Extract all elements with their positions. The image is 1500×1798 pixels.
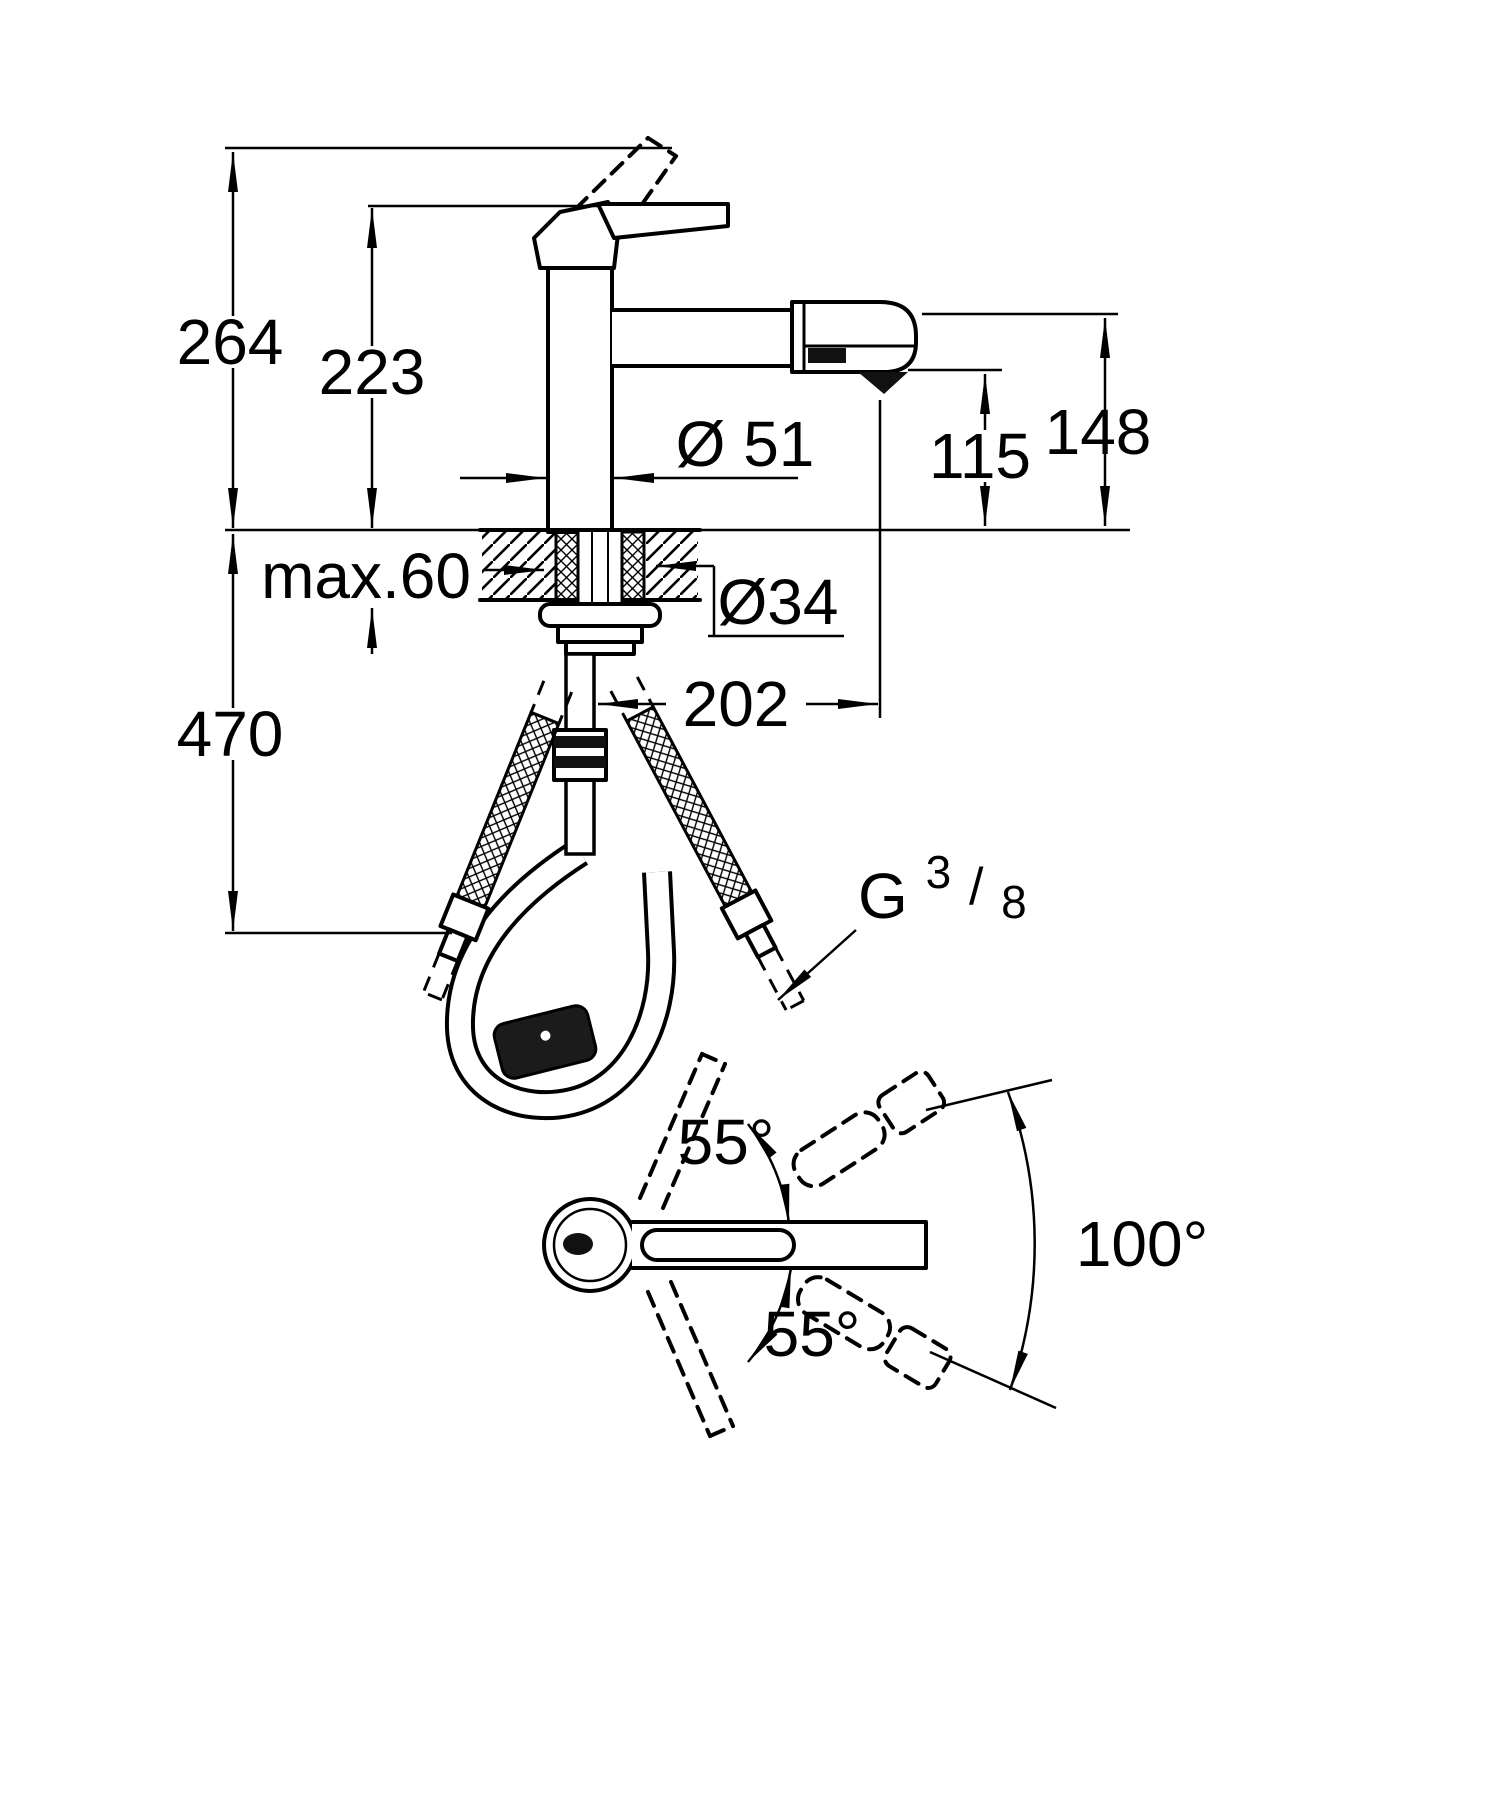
dim-height-to-handle-label: 223 xyxy=(319,336,426,408)
spray-toggle xyxy=(808,348,846,363)
dim-below-counter-depth-label: 470 xyxy=(177,698,284,770)
dim-spout-height-label: 148 xyxy=(1045,396,1152,468)
counter-hatch-left xyxy=(482,532,556,598)
dim-hole-diameter-label: Ø34 xyxy=(718,566,839,638)
side-view-elevation xyxy=(225,136,1130,1121)
dim-body-diameter-label: Ø 51 xyxy=(676,408,815,480)
angle-upper-label: 55° xyxy=(678,1106,775,1178)
mounting-nut xyxy=(538,602,662,628)
thread-slash: / xyxy=(969,858,984,916)
washer xyxy=(556,624,644,644)
handle-lever xyxy=(596,202,730,240)
faucet-body xyxy=(546,266,614,534)
supply-hose-left xyxy=(421,680,574,1002)
thread-denominator: 8 xyxy=(1001,876,1027,928)
dimensions-side-view: 264 223 470 Ø 51 115 148 max.60 Ø34 202 xyxy=(177,146,1152,1001)
dim-max-thickness-label: max.60 xyxy=(261,540,471,612)
handle-top-view xyxy=(563,1233,593,1255)
thread-numerator: 3 xyxy=(926,846,952,898)
pullout-head-top-view xyxy=(640,1228,796,1262)
dim-spout-clearance-label: 115 xyxy=(929,420,1031,492)
top-view-swivel: 55° 55° 100° xyxy=(542,1052,1208,1438)
spout-position-lower xyxy=(796,1275,953,1390)
thread-letter: G xyxy=(858,860,908,932)
angle-lower-label: 55° xyxy=(764,1298,861,1370)
hose-weight xyxy=(492,1004,598,1080)
dim-spout-reach-label: 202 xyxy=(683,668,790,740)
supply-hose-right xyxy=(609,676,806,1012)
angle-total-label: 100° xyxy=(1076,1208,1208,1280)
spout-position-upper xyxy=(791,1069,947,1189)
thread-size-label: G 3 / 8 xyxy=(858,830,1027,932)
dim-height-overall-label: 264 xyxy=(177,306,284,378)
aerator-outlet xyxy=(858,372,908,394)
